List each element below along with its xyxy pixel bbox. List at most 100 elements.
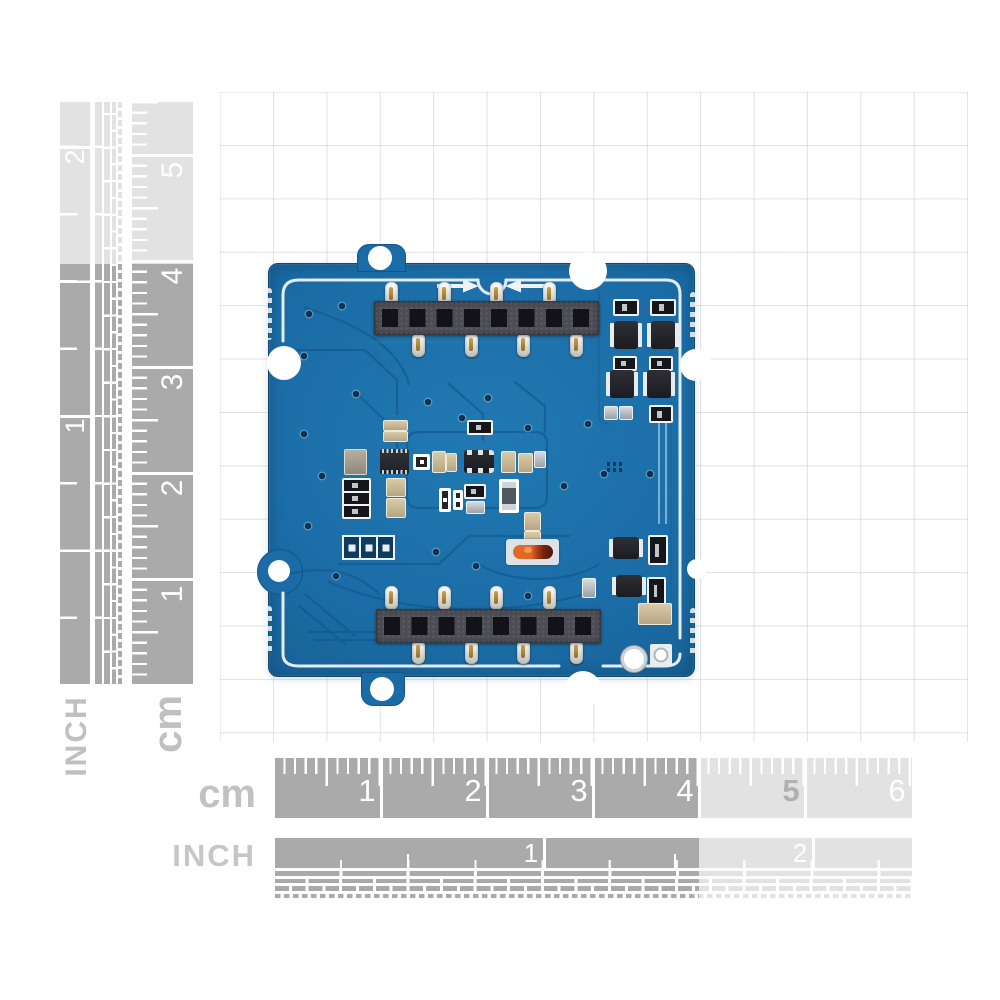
smd-capacitor — [344, 449, 367, 475]
bottom-inch-half-tick — [406, 854, 409, 868]
via-cluster — [607, 462, 624, 466]
light-trace-pair — [658, 419, 667, 524]
bottom-ruler-cm-label: cm — [198, 772, 256, 816]
side-ruler-cm-separator — [132, 366, 193, 369]
smd-capacitor — [446, 453, 457, 472]
castellated-edge — [690, 292, 696, 342]
side-ruler-cm-number: 5 — [156, 161, 189, 179]
bottom-inch-thirtysecond-dashes — [275, 893, 912, 898]
pcb-board — [257, 244, 712, 707]
solder-pin — [437, 282, 451, 306]
side-ruler-inch-separator — [60, 415, 122, 418]
bottom-inch-eighth-dashes — [275, 878, 912, 883]
right-arrow-head-icon — [505, 279, 521, 293]
via — [306, 311, 312, 317]
bottom-header-socket — [376, 609, 601, 643]
smd-transistor-sot23 — [610, 370, 634, 398]
via-cluster — [607, 468, 624, 472]
bottom-ruler-inch-label: INCH — [172, 838, 256, 873]
solder-pin — [437, 586, 451, 610]
bottom-inch-separator — [542, 838, 546, 868]
bottom-ruler-cm: 1 2 3 4 5 6 — [275, 758, 912, 818]
smd-transistor-sot23 — [647, 370, 671, 398]
solder-pin — [384, 282, 398, 306]
via — [473, 563, 479, 569]
left-edge-notch — [267, 346, 301, 380]
bottom-edge-notch — [565, 671, 601, 707]
via — [305, 523, 311, 529]
left-arrow-head-icon — [463, 279, 479, 293]
castellated-edge — [690, 608, 696, 656]
via — [333, 573, 339, 579]
via — [459, 415, 465, 421]
castellated-edge — [266, 606, 272, 654]
smd-resistor — [613, 299, 639, 316]
solder-pin — [411, 333, 425, 357]
left-ear-hole — [268, 560, 290, 582]
smd-capacitor — [501, 451, 516, 473]
bottom-ruler-inch: 1 2 — [275, 838, 912, 868]
via — [485, 395, 491, 401]
via — [647, 471, 653, 477]
smd-capacitor — [432, 451, 446, 473]
smd-resistor — [342, 478, 371, 493]
smd-resistor — [613, 356, 637, 371]
smd-component — [453, 490, 463, 510]
side-ruler-subdivision-hatch — [95, 102, 122, 684]
solder-pin — [569, 333, 583, 357]
smd-resistor — [342, 504, 371, 519]
smd-component — [582, 578, 596, 598]
smd-component — [466, 501, 485, 514]
side-ruler-cm-number: 3 — [156, 373, 189, 391]
bottom-cm-number: 3 — [570, 773, 588, 808]
bottom-cm-number: 1 — [358, 773, 376, 808]
smd-capacitor — [534, 451, 546, 468]
side-ruler-inch-separator — [60, 146, 122, 149]
bottom-cm-number: 2 — [464, 773, 482, 808]
bottom-cm-number: 5 — [782, 773, 800, 808]
via — [319, 473, 325, 479]
solder-pin — [542, 586, 556, 610]
top-edge-notch — [569, 252, 607, 290]
side-ruler: 1 2 1 2 3 4 5 — [60, 102, 193, 684]
bottom-cm-separator — [591, 758, 595, 818]
bottom-cm-separator — [485, 758, 489, 818]
smd-resistor — [649, 356, 673, 371]
top-mount-hole — [368, 246, 392, 270]
melf-diode — [513, 545, 553, 559]
bottom-cm-separator — [697, 758, 701, 818]
solder-pin — [516, 333, 530, 357]
bottom-inch-half-tick — [673, 854, 676, 868]
bottom-cm-number: 4 — [676, 773, 694, 808]
smd-component — [604, 406, 618, 420]
hatch-quarter-column — [95, 102, 102, 684]
smd-resistor — [648, 535, 668, 565]
smd-resistor — [650, 299, 676, 316]
via — [525, 593, 531, 599]
side-ruler-cm-number: 4 — [156, 267, 189, 285]
right-edge-notch-small — [687, 559, 707, 579]
smd-resistor — [464, 484, 486, 499]
side-ruler-cm-number: 1 — [156, 585, 189, 603]
through-hole-pad — [650, 644, 672, 666]
solder-pin — [542, 282, 556, 306]
side-ruler-inch-half-ticks — [60, 102, 90, 684]
side-ruler-cm-bar: 1 2 3 4 5 — [132, 102, 193, 684]
via — [433, 549, 439, 555]
solder-pin — [384, 586, 398, 610]
bottom-mount-hole — [370, 677, 394, 701]
bottom-cm-number: 6 — [888, 773, 906, 808]
smd-component — [413, 454, 430, 470]
solder-pin — [464, 640, 478, 664]
via — [353, 391, 359, 397]
smd-resistor — [649, 405, 673, 423]
side-ruler-inch-bar — [60, 102, 90, 684]
smd-resistor — [467, 420, 493, 435]
right-edge-notch — [680, 349, 712, 381]
via — [425, 399, 431, 405]
smd-resistor — [383, 420, 408, 431]
side-ruler-cm-number: 2 — [156, 479, 189, 497]
side-ruler-cm-separator — [132, 260, 193, 263]
smd-component — [376, 535, 395, 560]
smd-resistor — [383, 431, 408, 442]
